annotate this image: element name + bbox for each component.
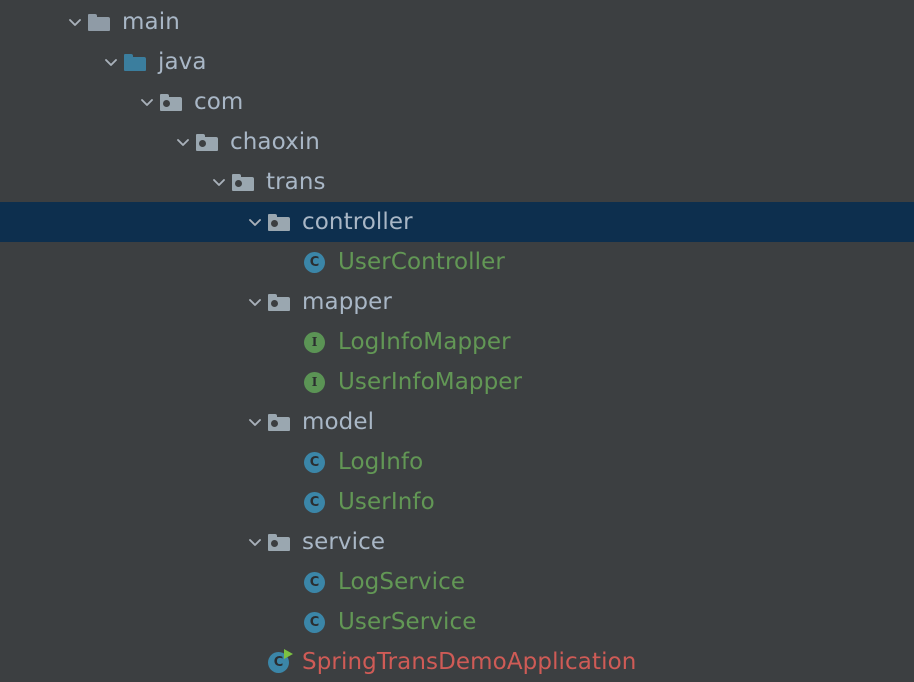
- indent-spacer: [0, 22, 62, 23]
- tree-row-label: controller: [302, 208, 413, 235]
- chevron-down-icon[interactable]: [206, 162, 232, 202]
- indent-spacer: [0, 422, 242, 423]
- tree-row[interactable]: I LogInfoMapper: [0, 322, 914, 362]
- tree-row[interactable]: java: [0, 42, 914, 82]
- tree-row-label: model: [302, 408, 375, 435]
- tree-row[interactable]: com: [0, 82, 914, 122]
- tree-row-label: chaoxin: [230, 128, 320, 155]
- tree-row-label: mapper: [302, 288, 392, 315]
- chevron-down-icon[interactable]: [98, 42, 124, 82]
- tree-row-label: LogInfoMapper: [338, 328, 511, 355]
- tree-row[interactable]: C SpringTransDemoApplication: [0, 642, 914, 682]
- chevron-down-icon[interactable]: [170, 122, 196, 162]
- tree-row[interactable]: trans: [0, 162, 914, 202]
- tree-row[interactable]: C UserService: [0, 602, 914, 642]
- indent-spacer: [0, 342, 278, 343]
- run-arrow-icon: [284, 648, 293, 659]
- tree-row[interactable]: mapper: [0, 282, 914, 322]
- package-folder-icon: [268, 402, 294, 442]
- indent-spacer: [0, 502, 278, 503]
- indent-spacer: [0, 62, 98, 63]
- java-class-icon: C: [304, 562, 330, 602]
- java-class-icon: C: [304, 242, 330, 282]
- indent-spacer: [0, 102, 134, 103]
- package-folder-icon: [160, 82, 186, 122]
- tree-row[interactable]: controller: [0, 202, 914, 242]
- indent-spacer: [0, 302, 242, 303]
- java-class-icon: C: [304, 602, 330, 642]
- tree-row-label: UserInfo: [338, 488, 435, 515]
- chevron-down-icon[interactable]: [242, 402, 268, 442]
- tree-row-label: UserController: [338, 248, 505, 275]
- indent-spacer: [0, 262, 278, 263]
- tree-row-label: SpringTransDemoApplication: [302, 648, 637, 675]
- package-folder-icon: [268, 522, 294, 562]
- chevron-down-icon[interactable]: [242, 202, 268, 242]
- indent-spacer: [0, 462, 278, 463]
- indent-spacer: [0, 142, 170, 143]
- tree-row-label: UserInfoMapper: [338, 368, 523, 395]
- tree-row[interactable]: service: [0, 522, 914, 562]
- indent-spacer: [0, 382, 278, 383]
- tree-row-label: main: [122, 8, 180, 35]
- java-interface-icon: I: [304, 362, 330, 402]
- package-folder-icon: [268, 282, 294, 322]
- tree-row-label: trans: [266, 168, 326, 195]
- tree-row[interactable]: main: [0, 2, 914, 42]
- tree-row[interactable]: C LogService: [0, 562, 914, 602]
- chevron-down-icon[interactable]: [134, 82, 160, 122]
- tree-row-label: com: [194, 88, 244, 115]
- tree-row-label: UserService: [338, 608, 477, 635]
- tree-row[interactable]: C LogInfo: [0, 442, 914, 482]
- folder-icon: [88, 2, 114, 42]
- tree-row[interactable]: model: [0, 402, 914, 442]
- java-interface-icon: I: [304, 322, 330, 362]
- java-class-icon: C: [304, 482, 330, 522]
- runnable-java-class-icon: C: [268, 642, 294, 682]
- tree-row[interactable]: I UserInfoMapper: [0, 362, 914, 402]
- tree-row-label: java: [158, 48, 207, 75]
- tree-row-label: service: [302, 528, 386, 555]
- source-folder-icon: [124, 42, 150, 82]
- package-folder-icon: [268, 202, 294, 242]
- tree-row-label: LogInfo: [338, 448, 424, 475]
- tree-row[interactable]: C UserInfo: [0, 482, 914, 522]
- chevron-down-icon[interactable]: [242, 282, 268, 322]
- indent-spacer: [0, 222, 242, 223]
- tree-row[interactable]: C UserController: [0, 242, 914, 282]
- package-folder-icon: [196, 122, 222, 162]
- indent-spacer: [0, 622, 278, 623]
- tree-row-label: LogService: [338, 568, 466, 595]
- indent-spacer: [0, 662, 242, 663]
- indent-spacer: [0, 182, 206, 183]
- package-folder-icon: [232, 162, 258, 202]
- indent-spacer: [0, 582, 278, 583]
- indent-spacer: [0, 542, 242, 543]
- java-class-icon: C: [304, 442, 330, 482]
- chevron-down-icon[interactable]: [62, 2, 88, 42]
- chevron-down-icon[interactable]: [242, 522, 268, 562]
- tree-row[interactable]: chaoxin: [0, 122, 914, 162]
